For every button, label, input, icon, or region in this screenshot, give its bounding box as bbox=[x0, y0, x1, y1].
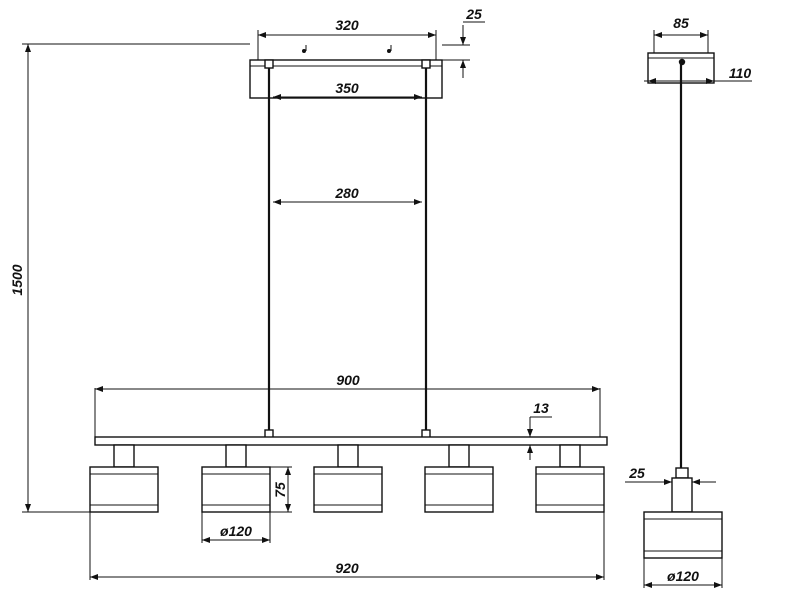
lamp-head-5 bbox=[535, 444, 605, 513]
dim-label-280: 280 bbox=[334, 185, 359, 201]
dim-canopy-width-top: 320 bbox=[257, 17, 437, 60]
dim-canopy-width: 350 bbox=[273, 80, 422, 100]
dim-label-25-side: 25 bbox=[628, 465, 645, 481]
dim-side-canopy-width: 85 bbox=[653, 15, 709, 53]
dim-overall-width: 920 bbox=[89, 512, 605, 580]
dim-label-side-diameter-120: ø120 bbox=[667, 568, 699, 584]
canopy-screw-right bbox=[387, 45, 392, 53]
dim-label-diameter-120: ø120 bbox=[220, 523, 252, 539]
dim-rod-spacing: 280 bbox=[273, 185, 422, 205]
lamp-head-4 bbox=[424, 444, 494, 513]
side-view: 85 110 25 ø120 bbox=[625, 15, 752, 588]
dim-label-320: 320 bbox=[335, 17, 359, 33]
dim-bar-thickness: 13 bbox=[527, 400, 552, 460]
dim-label-920: 920 bbox=[335, 560, 359, 576]
lamp-head-1 bbox=[89, 444, 159, 513]
dim-label-75: 75 bbox=[272, 482, 288, 498]
dim-total-height: 1500 bbox=[9, 43, 250, 513]
lamp-head-2 bbox=[201, 444, 271, 513]
front-view: 320 25 350 280 bbox=[9, 6, 608, 580]
dim-label-900: 900 bbox=[336, 372, 360, 388]
dim-canopy-thickness: 25 bbox=[442, 6, 485, 78]
canopy-screw-left bbox=[302, 45, 307, 53]
lamp-head-3 bbox=[313, 444, 383, 513]
dim-shade-height: 75 bbox=[270, 466, 292, 513]
dim-label-1500: 1500 bbox=[9, 264, 25, 295]
dim-side-connector-width: 25 bbox=[625, 465, 716, 485]
dim-label-85: 85 bbox=[673, 15, 689, 31]
dim-side-canopy-depth: 110 bbox=[644, 65, 752, 84]
dim-side-shade-diameter: ø120 bbox=[643, 558, 723, 588]
dim-label-350: 350 bbox=[335, 80, 359, 96]
dim-label-110: 110 bbox=[729, 65, 752, 81]
dim-bar-length: 900 bbox=[94, 372, 601, 437]
front-main-bar bbox=[94, 436, 608, 446]
side-lamp-head bbox=[643, 511, 723, 559]
dim-label-25-top: 25 bbox=[465, 6, 482, 22]
dim-shade-diameter: ø120 bbox=[201, 512, 271, 543]
dim-label-13: 13 bbox=[533, 400, 549, 416]
